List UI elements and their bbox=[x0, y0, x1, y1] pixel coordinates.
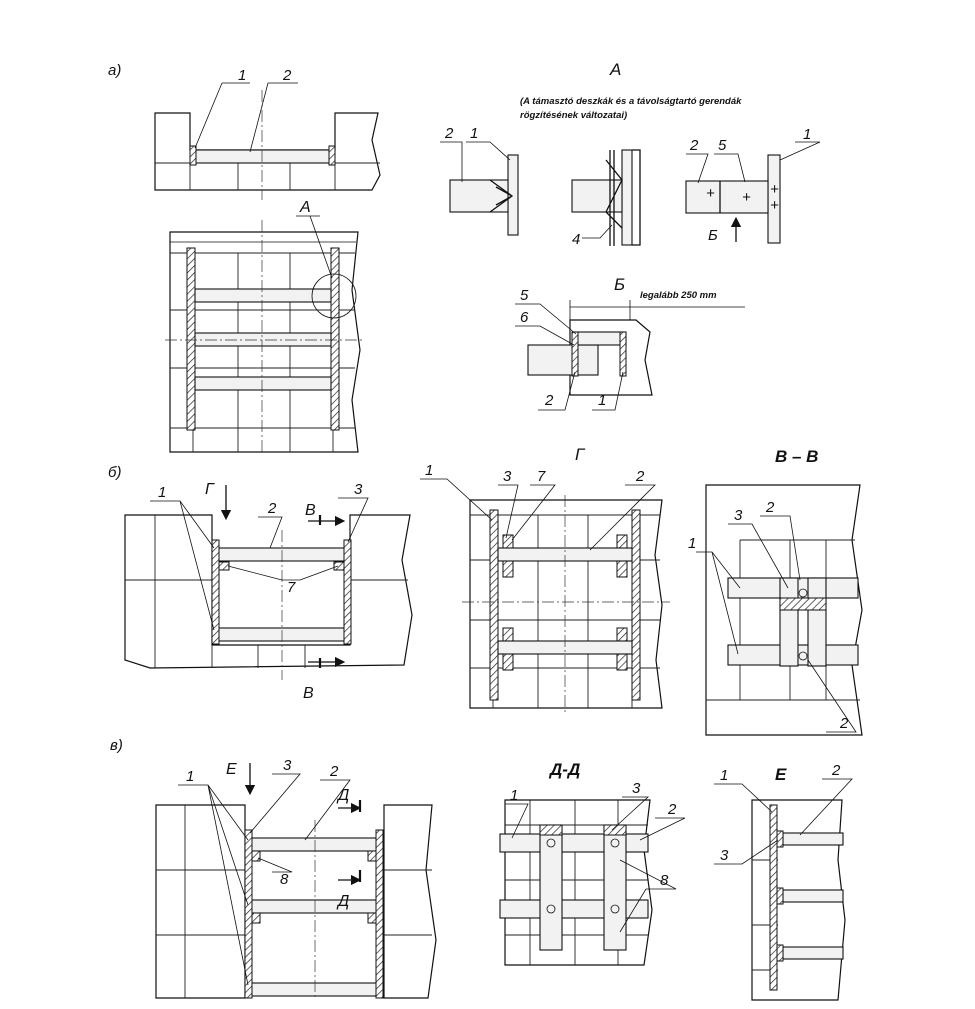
view-b-label-7: 7 bbox=[287, 579, 296, 596]
view-b-v-top-label: В bbox=[305, 502, 316, 519]
detail-a-v3-label-5: 5 bbox=[718, 137, 727, 154]
view-v-label-2: 2 bbox=[329, 763, 339, 780]
view-v-label-8: 8 bbox=[280, 871, 289, 888]
detail-b-label-1: 1 bbox=[598, 392, 606, 409]
section-vv-label-3: 3 bbox=[734, 507, 743, 524]
view-v: в) Е Д Д 1 3 2 8 bbox=[110, 737, 437, 1000]
view-a: a) 1 2 A bbox=[108, 62, 381, 455]
detail-b: Б legalább 250 mm 5 6 2 1 bbox=[515, 275, 745, 411]
view-b-label: б) bbox=[108, 464, 121, 481]
detail-a-variant-3: + + + + 2 5 1 Б bbox=[685, 126, 821, 244]
section-e: Е 1 2 3 bbox=[714, 762, 853, 1001]
section-vv-label-1: 1 bbox=[688, 535, 696, 552]
section-dd: Д-Д 1 3 2 8 bbox=[499, 760, 686, 966]
section-vv: В – В 1 3 2 2 bbox=[688, 447, 863, 736]
view-a-label-1: 1 bbox=[238, 67, 246, 84]
view-b-label-2: 2 bbox=[267, 500, 277, 517]
detail-b-label-6: 6 bbox=[520, 309, 529, 326]
section-g: Г 1 3 7 2 bbox=[420, 445, 670, 712]
view-a-top-section bbox=[154, 90, 381, 200]
view-b-g-arrow-label: Г bbox=[205, 481, 215, 498]
section-e-title: Е bbox=[775, 765, 787, 784]
section-vv-label-2-bottom: 2 bbox=[839, 715, 849, 732]
section-dd-label-8: 8 bbox=[660, 872, 669, 889]
detail-a-v3-label-1: 1 bbox=[803, 126, 811, 143]
view-a-label-2: 2 bbox=[282, 67, 292, 84]
section-g-label-1: 1 bbox=[425, 462, 433, 479]
section-e-label-3: 3 bbox=[720, 847, 729, 864]
detail-a-v1-label-1: 1 bbox=[470, 125, 478, 142]
svg-text:+: + bbox=[770, 181, 779, 198]
view-a-plan bbox=[165, 220, 365, 455]
detail-a-note-line1: (A támasztó deszkák és a távolságtartó g… bbox=[520, 96, 742, 107]
detail-a-v1-label-2: 2 bbox=[444, 125, 454, 142]
detail-a-marker: A bbox=[299, 199, 311, 216]
svg-text:+: + bbox=[706, 185, 715, 202]
section-dd-label-2: 2 bbox=[667, 801, 677, 818]
view-v-e-arrow-label: Е bbox=[226, 761, 237, 778]
detail-b-dimension: legalább 250 mm bbox=[640, 290, 717, 301]
view-b-label-1: 1 bbox=[158, 484, 166, 501]
section-dd-label-3: 3 bbox=[632, 780, 641, 797]
detail-b-arrow-label: Б bbox=[708, 227, 718, 244]
section-e-label-1: 1 bbox=[720, 767, 728, 784]
detail-a-v3-label-2: 2 bbox=[689, 137, 699, 154]
detail-b-label-2: 2 bbox=[544, 392, 554, 409]
view-v-label: в) bbox=[110, 737, 123, 754]
view-a-label: a) bbox=[108, 62, 121, 79]
view-b: б) Г В В 1 2 3 7 bbox=[108, 464, 413, 702]
detail-b-title: Б bbox=[614, 275, 625, 294]
view-v-label-3: 3 bbox=[283, 757, 292, 774]
section-vv-label-2-top: 2 bbox=[765, 499, 775, 516]
section-g-title: Г bbox=[575, 445, 586, 464]
section-e-label-2: 2 bbox=[831, 762, 841, 779]
detail-a-variant-1: 2 1 bbox=[440, 125, 519, 236]
section-dd-title: Д-Д bbox=[548, 760, 580, 779]
section-dd-label-1: 1 bbox=[510, 787, 518, 804]
section-g-label-3: 3 bbox=[503, 468, 512, 485]
detail-a-title: A bbox=[609, 60, 621, 79]
svg-text:+: + bbox=[742, 189, 751, 206]
svg-text:+: + bbox=[770, 197, 779, 214]
view-b-elevation bbox=[124, 514, 413, 680]
view-v-label-1: 1 bbox=[186, 768, 194, 785]
detail-a: A (A támasztó deszkák és a távolságtartó… bbox=[440, 60, 821, 248]
detail-b-label-5: 5 bbox=[520, 287, 529, 304]
detail-a-variant-2: 4 bbox=[571, 149, 641, 248]
section-g-label-7: 7 bbox=[537, 468, 546, 485]
section-g-label-2: 2 bbox=[635, 468, 645, 485]
view-v-elevation bbox=[155, 800, 437, 1000]
view-v-d-top-label: Д bbox=[336, 787, 349, 804]
view-b-label-3: 3 bbox=[354, 481, 363, 498]
view-b-v-bottom-label: В bbox=[303, 685, 314, 702]
detail-a-note-line2: rögzítésének változatai) bbox=[520, 110, 627, 121]
detail-a-v2-label-4: 4 bbox=[572, 231, 580, 248]
view-v-d-bottom-label: Д bbox=[336, 893, 349, 910]
section-vv-title: В – В bbox=[775, 447, 818, 466]
